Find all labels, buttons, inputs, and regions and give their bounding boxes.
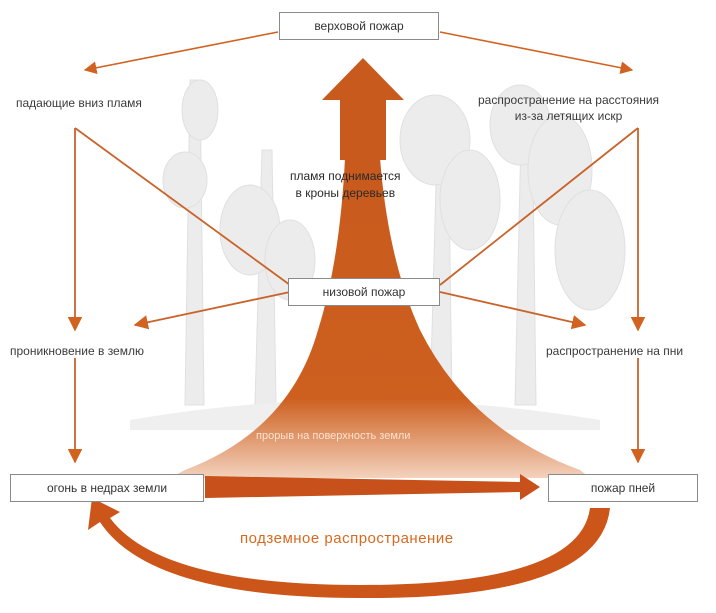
earth-fire-box: огонь в недрах земли [10,474,204,502]
up-arrow [322,58,404,160]
arrow-ground-to-right [439,291,587,330]
line-right-upper [439,127,639,286]
earth-fire-label: огонь в недрах земли [46,481,168,495]
crown-fire-box: верховой пожар [279,12,439,40]
falling-fire-label: падающие вниз пламя [16,96,142,110]
fire-column [170,158,590,478]
distance-spread-label: распространение на расстояния из-за летя… [478,93,660,123]
ground-fire-box: низовой пожар [288,278,440,306]
ground-fire-label: низовой пожар [322,285,406,299]
stump-fire-box: пожар пней [548,474,698,502]
spread-stumps-label: распространение на пни [546,344,684,358]
arrow-crown-right [439,31,634,75]
arrow-earth-to-stumps [205,474,540,500]
underground-curve [88,498,610,599]
penetration-label: проникновение в землю [10,344,144,358]
line-left-upper [74,127,291,286]
arrow-ground-to-left [133,291,291,330]
flame-rises-label: пламя поднимается в кроны деревьев [290,169,401,200]
arrow-crown-left [83,31,279,75]
stump-fire-label: пожар пней [590,481,656,495]
underground-spread-label: подземное распространение [240,530,454,547]
breakthrough-label: прорыв на поверхность земли [256,430,411,442]
crown-fire-label: верховой пожар [314,19,404,33]
